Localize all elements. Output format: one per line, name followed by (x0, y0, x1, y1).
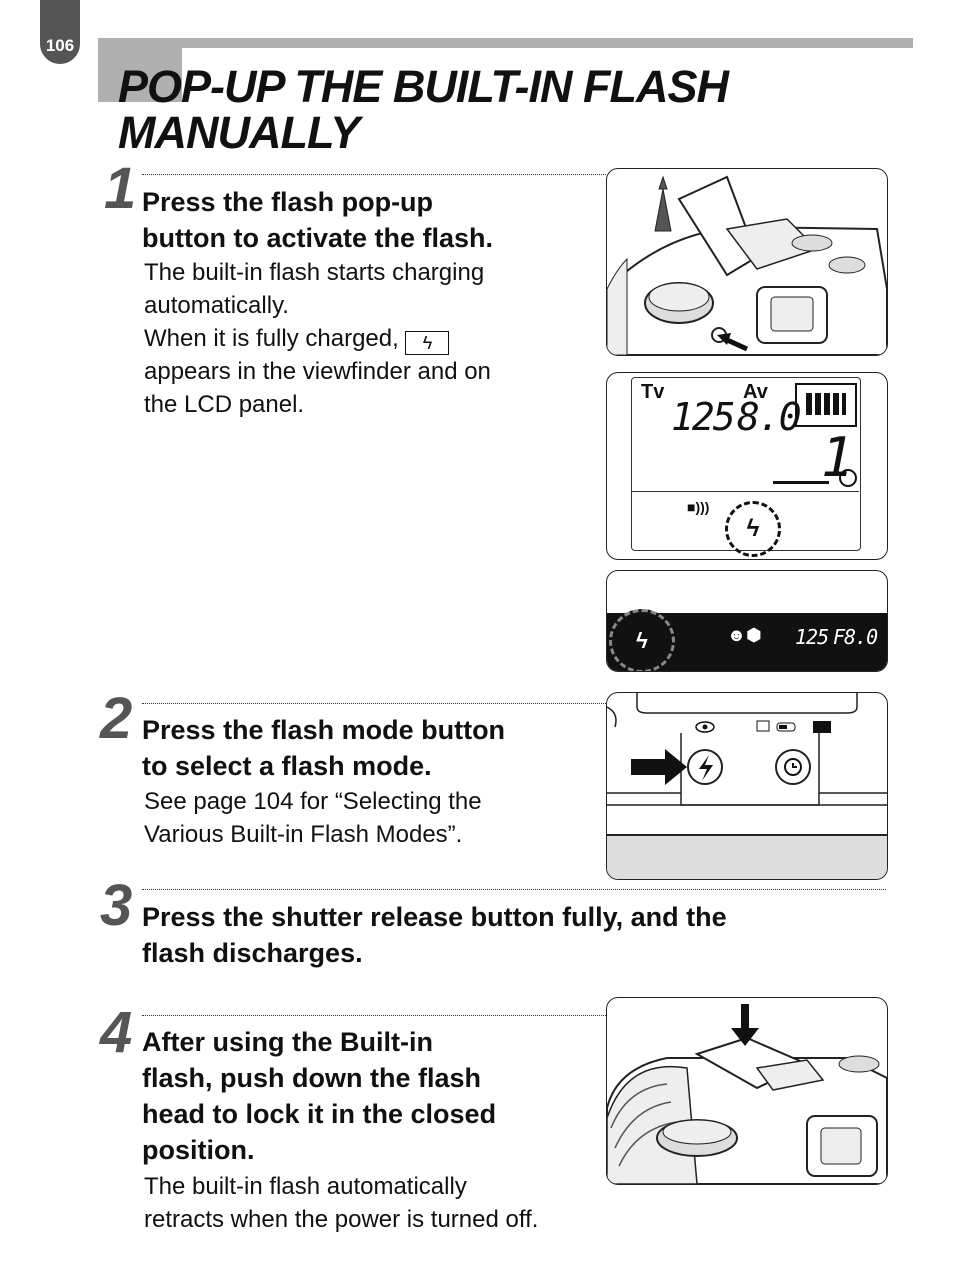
step-1-body: The built-in flash starts charging autom… (144, 256, 584, 421)
lcd-shutter-value: 125 (671, 395, 736, 439)
lcd-panel-illustration: Tv Av 125 8.0 1 ■))) ϟ (606, 372, 888, 560)
title-line-2: MANUALLY (118, 107, 360, 158)
page-title: POP-UP THE BUILT-IN FLASH MANUALLY (118, 64, 878, 156)
step-3-heading-line: flash discharges. (142, 938, 363, 968)
step-2-heading-line: to select a flash mode. (142, 751, 432, 781)
viewfinder-mode-icons: ☻⬢ (727, 625, 762, 645)
step-4-number: 4 (100, 1000, 133, 1065)
viewfinder-illustration: ϟ ☻⬢ 125 F8.0 (606, 570, 888, 672)
step-3-heading-line: Press the shutter release button fully, … (142, 902, 727, 932)
step-4-heading-line: After using the Built-in (142, 1027, 433, 1057)
step-1-body-line: When it is fully charged, ϟ (144, 322, 584, 355)
step-2-heading: Press the flash mode button to select a … (142, 712, 582, 784)
step-1-heading: Press the flash pop-up button to activat… (142, 184, 582, 256)
camera-flash-popup-drawing (607, 175, 887, 355)
camera-flash-popup-illustration (606, 168, 888, 356)
step-3-heading: Press the shutter release button fully, … (142, 899, 882, 971)
step-3-rule (142, 889, 886, 890)
step-4-heading-line: head to lock it in the closed (142, 1099, 497, 1129)
header-bar (98, 38, 913, 48)
flash-ready-icon: ϟ (405, 331, 450, 355)
step-4-body: The built-in flash automatically retract… (144, 1170, 604, 1236)
step-4-heading-line: flash, push down the flash (142, 1063, 482, 1093)
camera-flash-close-illustration (606, 997, 888, 1185)
page-tab (40, 0, 80, 64)
page-number: 106 (45, 36, 75, 55)
beep-icon: ■))) (687, 499, 710, 515)
lcd-focus-icon (839, 469, 857, 487)
step-2-heading-line: Press the flash mode button (142, 715, 506, 745)
step-4-body-line: retracts when the power is turned off. (144, 1206, 539, 1233)
step-4-rule (142, 1015, 606, 1016)
step-1-body-text: When it is fully charged, (144, 325, 399, 352)
step-2-body-line: Various Built-in Flash Modes”. (144, 821, 463, 848)
step-1-heading-line: button to activate the flash. (142, 223, 494, 253)
step-4-heading: After using the Built-in flash, push dow… (142, 1024, 582, 1168)
step-2-body: See page 104 for “Selecting the Various … (144, 785, 584, 851)
step-1-rule (142, 174, 606, 175)
step-4-body-line: The built-in flash automatically (144, 1173, 467, 1200)
lcd-divider (631, 491, 859, 492)
lcd-aperture-value: 8.0 (737, 395, 802, 439)
flash-mode-button-illustration (606, 692, 888, 880)
step-1-body-line: the LCD panel. (144, 391, 305, 418)
flash-mode-button-drawing (607, 693, 887, 879)
lcd-av-label: Av (743, 381, 768, 403)
step-1-body-line: The built-in flash starts charging (144, 259, 485, 286)
lcd-tv-label: Tv (641, 381, 665, 403)
af-point-icon (795, 383, 857, 427)
title-line-1: POP-UP THE BUILT-IN FLASH (118, 61, 729, 112)
step-2-number: 2 (100, 686, 133, 751)
step-1-body-line: appears in the viewfinder and on (144, 358, 491, 385)
step-1-body-line: automatically. (144, 292, 289, 319)
step-4-heading-line: position. (142, 1135, 255, 1165)
step-2-body-line: See page 104 for “Selecting the (144, 788, 482, 815)
step-3-number: 3 (100, 873, 133, 938)
step-2-rule (142, 703, 606, 704)
step-1-number: 1 (104, 156, 137, 221)
lcd-flash-icon: ϟ (725, 501, 781, 557)
lcd-dash-segment (773, 481, 829, 484)
camera-flash-close-drawing (607, 1004, 887, 1184)
header-block (98, 38, 182, 102)
viewfinder-aperture: F8.0 (833, 625, 878, 649)
viewfinder-shutter: 125 (795, 625, 829, 649)
step-1-heading-line: Press the flash pop-up (142, 187, 434, 217)
viewfinder-flash-icon: ϟ (609, 609, 675, 671)
